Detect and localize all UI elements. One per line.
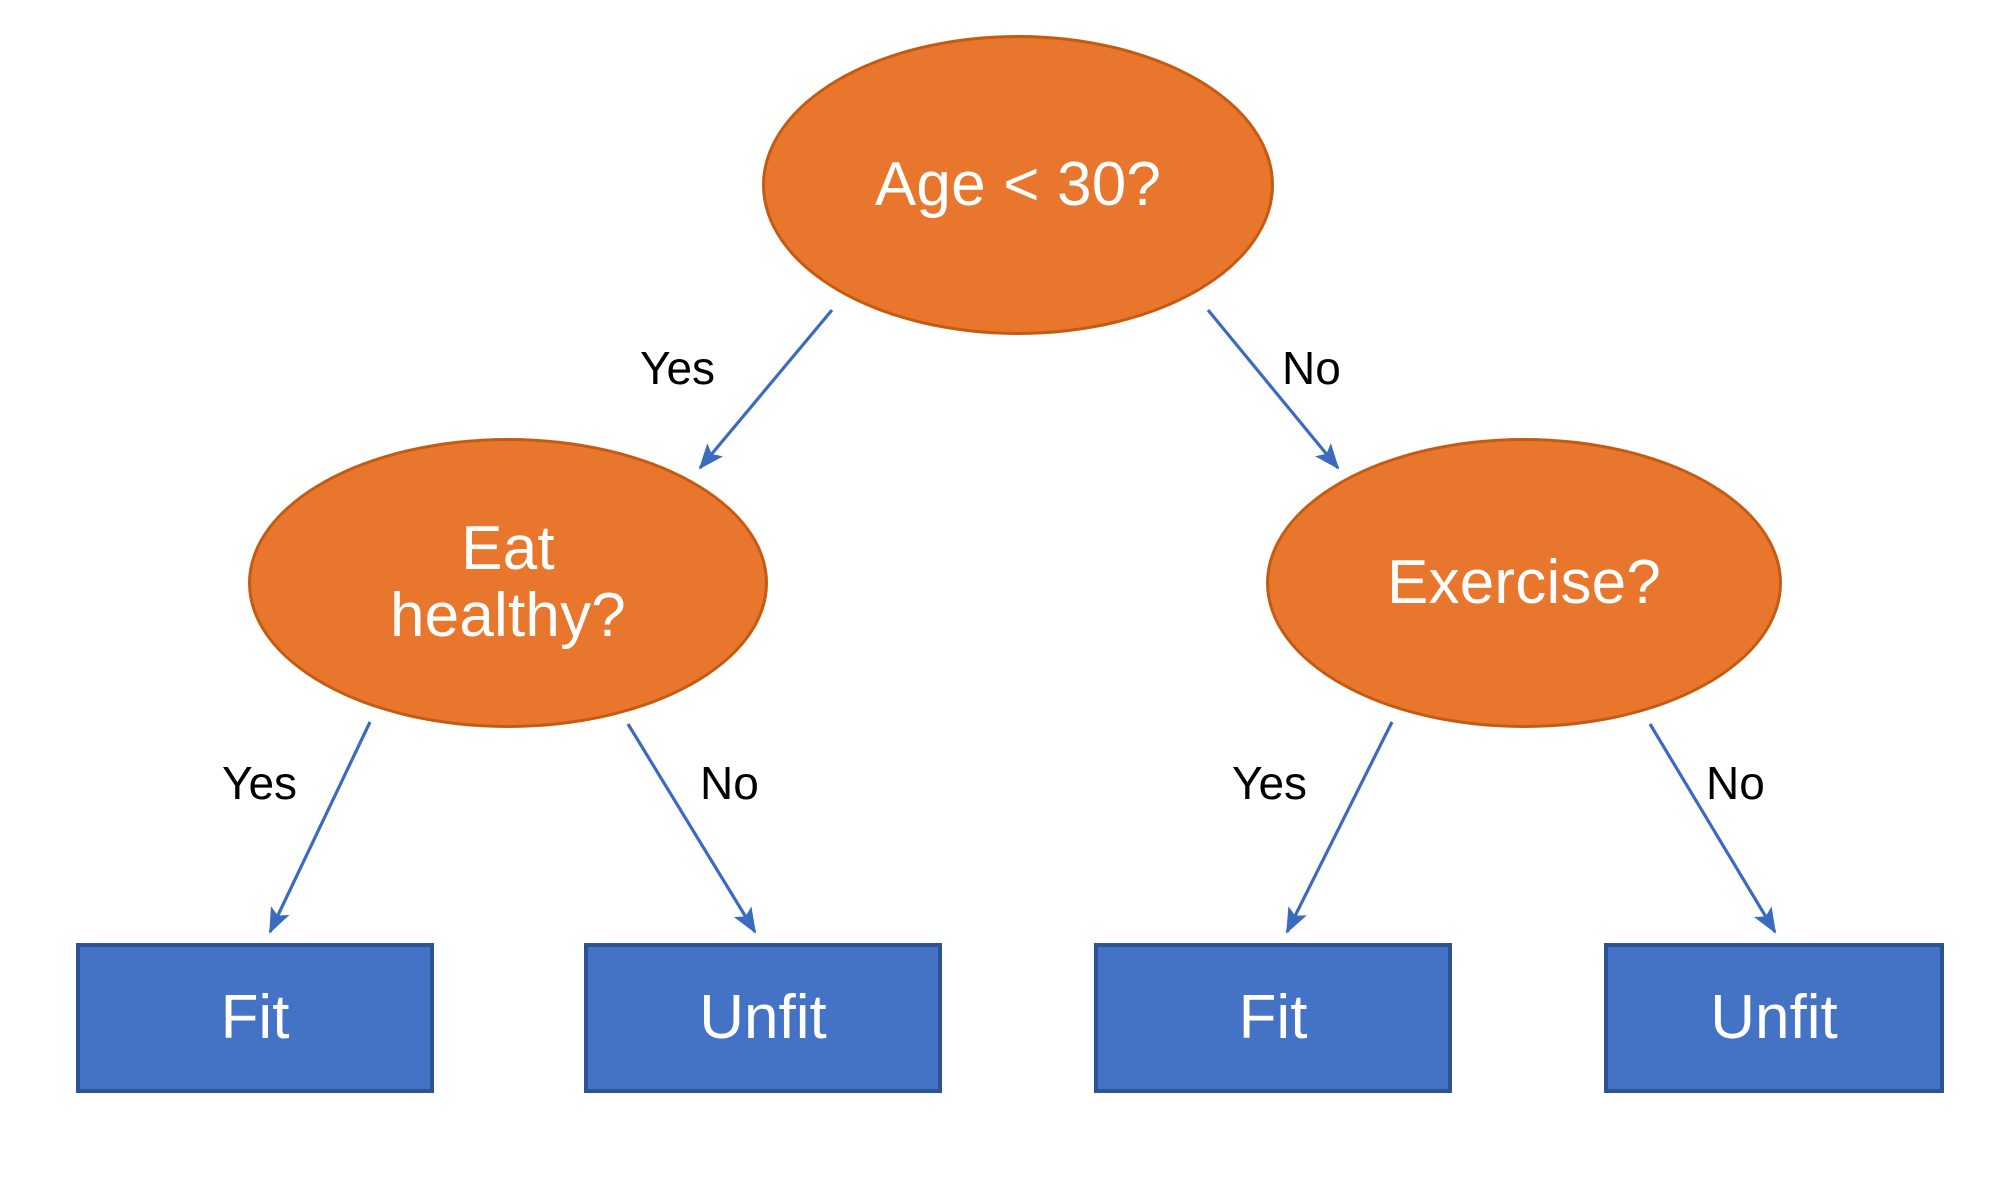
edge-label-eat-no: No	[700, 757, 759, 809]
edge-label-exercise-yes: Yes	[1232, 757, 1308, 809]
edge-eat-no	[626, 723, 757, 934]
leaf-node-fit-right[interactable]: Fit	[1094, 943, 1452, 1093]
leaf-node-unfit-right[interactable]: Unfit	[1604, 943, 1944, 1093]
edge-root-yes	[698, 308, 834, 470]
leaf-node-unfit-left[interactable]: Unfit	[584, 943, 942, 1093]
edge-label-root-no: No	[1282, 342, 1341, 394]
decision-node-root[interactable]: Age < 30?	[762, 35, 1274, 335]
edge-eat-yes	[268, 721, 372, 934]
edge-exercise-no	[1648, 723, 1777, 934]
decision-node-exercise[interactable]: Exercise?	[1266, 438, 1782, 728]
decision-node-eat-healthy[interactable]: Eat healthy?	[248, 438, 768, 728]
edge-label-exercise-no: No	[1706, 757, 1765, 809]
edge-label-root-yes: Yes	[640, 342, 716, 394]
edge-label-eat-yes: Yes	[222, 757, 298, 809]
leaf-node-fit-left[interactable]: Fit	[76, 943, 434, 1093]
edge-exercise-yes	[1285, 721, 1394, 934]
